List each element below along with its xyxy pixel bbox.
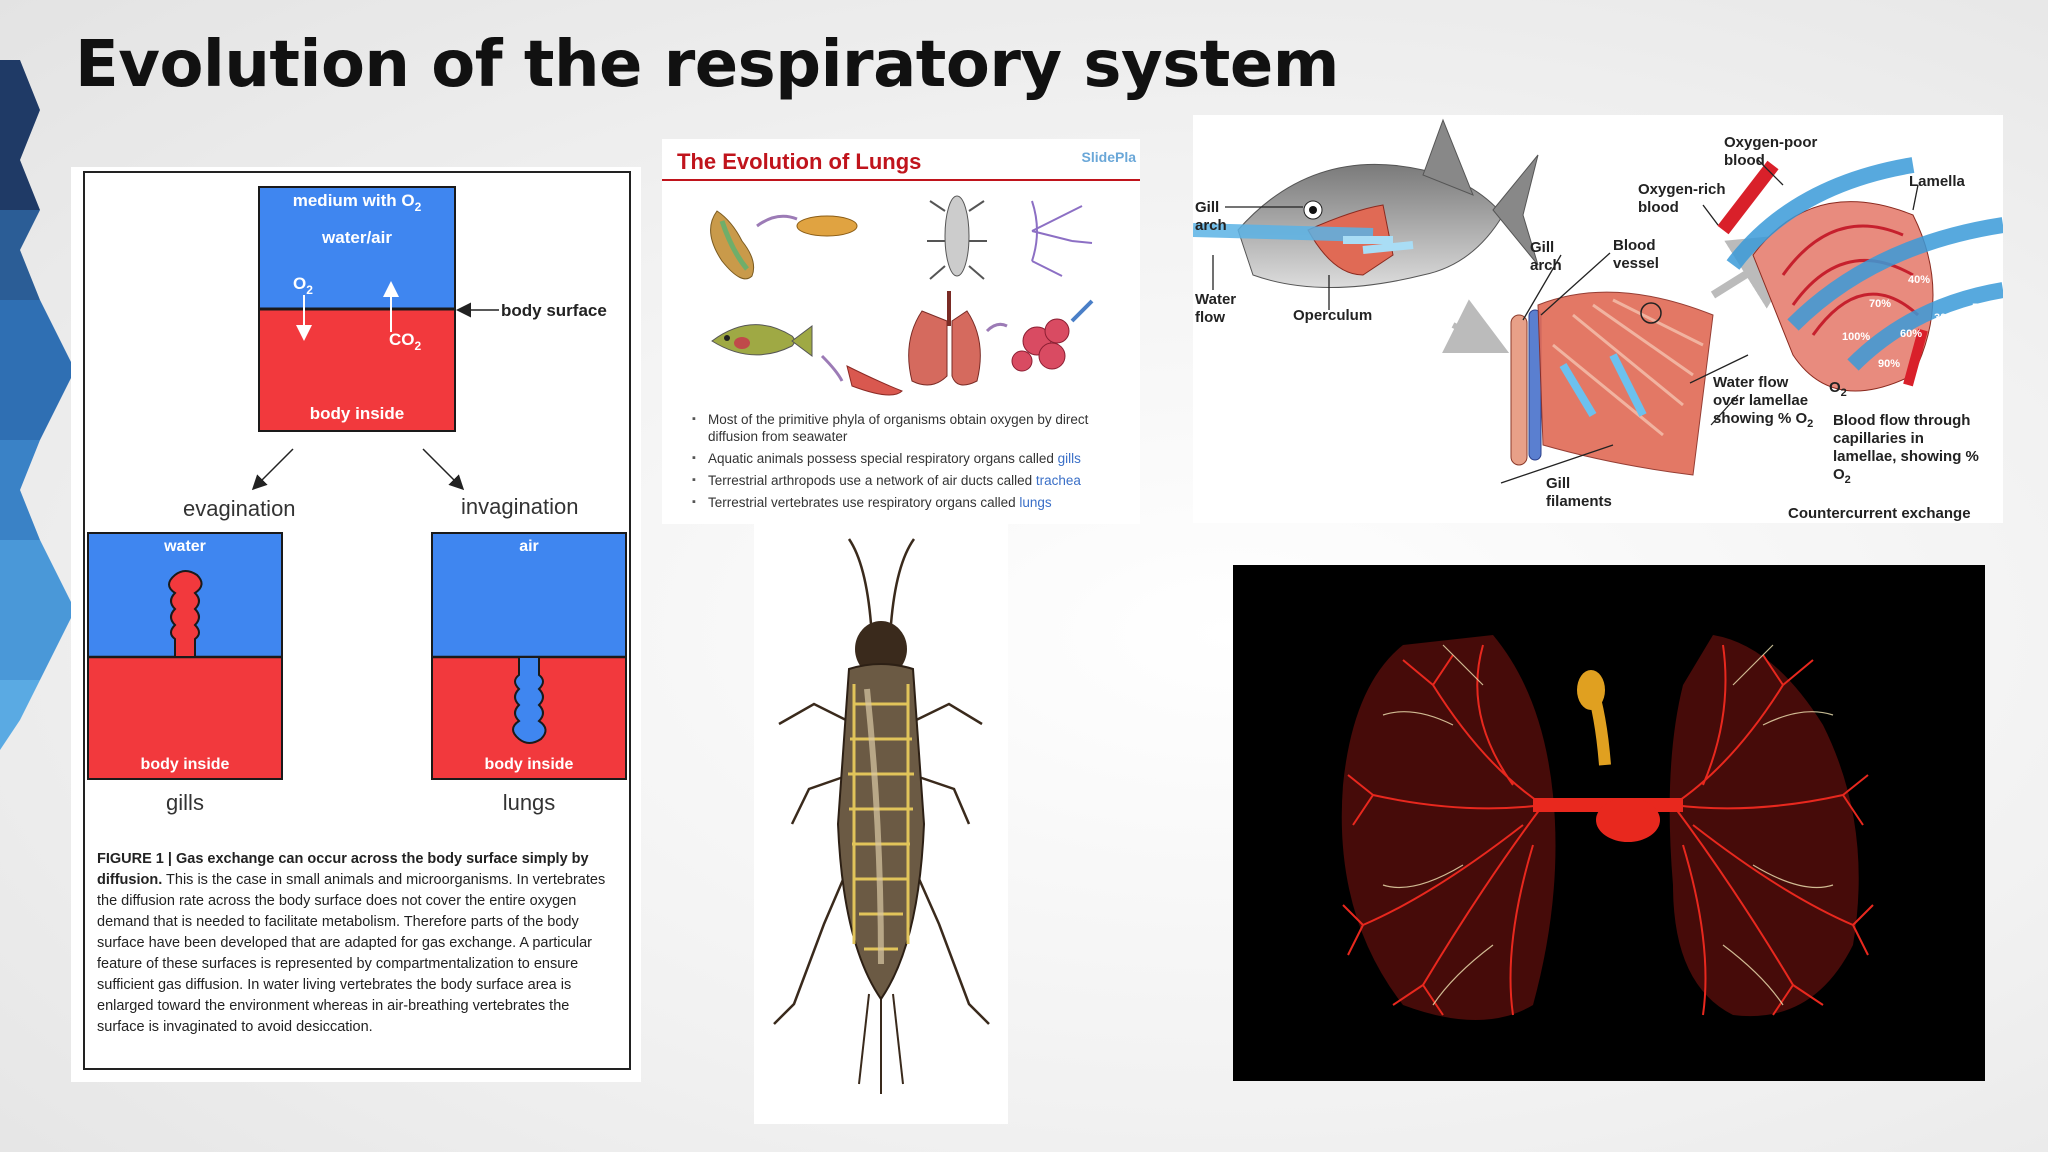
label-leader-lines (1212, 159, 1919, 484)
pct-5: 5% (1972, 302, 1988, 314)
bullet-item: Aquatic animals possess special respirat… (692, 450, 1132, 467)
right-lung-cast (1669, 635, 1874, 1017)
pct-70: 70% (1869, 298, 1892, 310)
water-over-lamellae-label: Water flow over lamellae showing % O2 (1713, 374, 1814, 430)
lungs-bullet-list: Most of the primitive phyla of organisms… (692, 411, 1132, 516)
medium-region (259, 187, 455, 309)
gas-exchange-diagram: medium with O2 water/air O2 CO2 body ins… (87, 186, 627, 815)
pct-40: 40% (1908, 274, 1931, 286)
pct-100: 100% (1842, 331, 1871, 343)
figure1-panel: medium with O2 water/air O2 CO2 body ins… (71, 167, 641, 1082)
lamellae-illustration (1717, 157, 2003, 392)
body-surface-label: body surface (501, 301, 607, 320)
hexagon-decoration (0, 60, 75, 750)
fish-icon (711, 324, 813, 357)
oxygen-rich-label: Oxygen-rich blood (1638, 181, 1726, 216)
gill-filament-icon (846, 365, 903, 396)
blood-flow-label: Blood flow through capillaries in lamell… (1833, 412, 1979, 486)
bullet-item: Terrestrial arthropods use a network of … (692, 472, 1132, 489)
oxygen-poor-label: Oxygen-poor blood (1724, 134, 1818, 169)
fish-illustration (1193, 118, 1539, 288)
lungs-label: lungs (503, 790, 556, 815)
medium-label: medium with O2 (293, 191, 422, 214)
gill-arch-label-2: Gill arch (1530, 239, 1562, 274)
gill-evagination-shape (168, 570, 203, 658)
gills-label: gills (166, 790, 204, 815)
gill-filaments-label: Gill filaments (1546, 475, 1612, 510)
o2-label: O2 (293, 274, 313, 297)
figure1-frame (83, 171, 631, 1070)
lamella-label: Lamella (1909, 173, 1965, 190)
operculum-label: Operculum (1293, 307, 1373, 324)
water-air-label: water/air (321, 228, 392, 247)
lung-evolution-illustrations (710, 195, 1094, 396)
slideplayer-logo: SlidePla (1081, 149, 1136, 165)
air-label: air (519, 538, 539, 555)
lung-cast-photo (1233, 565, 1985, 1081)
bullet-item: Terrestrial vertebrates use respiratory … (692, 494, 1132, 511)
body-inside-label: body inside (310, 404, 404, 423)
lung-invagination-shape (512, 656, 547, 744)
cricket-trachea-image (754, 524, 1008, 1124)
invagination-arrow (422, 448, 465, 491)
gill-arch-label: Gill arch (1195, 199, 1227, 234)
title-rule (662, 179, 1140, 181)
gills-body-inside-label: body inside (141, 756, 230, 773)
trachea-branching-icon (1031, 200, 1093, 277)
evagination-arrow (251, 448, 294, 491)
insect-trachea-icon (927, 195, 987, 280)
lungs-panel-title: The Evolution of Lungs (677, 149, 922, 174)
blood-vessel-label: Blood vessel (1613, 237, 1659, 272)
slide-title: Evolution of the respiratory system (75, 28, 1339, 102)
trachea-and-heart-cast (1533, 670, 1683, 842)
left-lung-cast (1341, 635, 1556, 1020)
o2-label: O2 (1829, 379, 1847, 399)
cricket-head (855, 621, 907, 677)
lungs-body-inside-label: body inside (485, 756, 574, 773)
cricket-legs (773, 538, 990, 1094)
bullet-item: Most of the primitive phyla of organisms… (692, 411, 1132, 445)
worm-section-icon (796, 215, 858, 237)
gill-filaments-illustration (1510, 291, 1714, 476)
body-region (259, 309, 455, 431)
pct-30: 30% (1934, 312, 1957, 324)
pct-60: 60% (1900, 328, 1923, 340)
flatworm-icon (710, 210, 755, 280)
water-flow-label: Water flow (1195, 291, 1237, 326)
invagination-label: invagination (461, 494, 578, 519)
pct-15: 15% (1955, 264, 1978, 276)
co2-label: CO2 (389, 330, 422, 353)
pct-90: 90% (1878, 358, 1901, 370)
figure1-caption: FIGURE 1 | Gas exchange can occur across… (97, 851, 606, 1035)
alveoli-icon (1011, 299, 1094, 372)
fish-gill-diagram: Gill arch Water flow Operculum Gill arch… (1193, 115, 2003, 523)
evolution-of-lungs-panel: The Evolution of Lungs SlidePla (662, 139, 1140, 524)
water-label: water (163, 538, 206, 555)
countercurrent-label: Countercurrent exchange (1788, 505, 1971, 522)
evagination-label: evagination (183, 496, 296, 521)
mammal-lungs-icon (908, 291, 981, 386)
